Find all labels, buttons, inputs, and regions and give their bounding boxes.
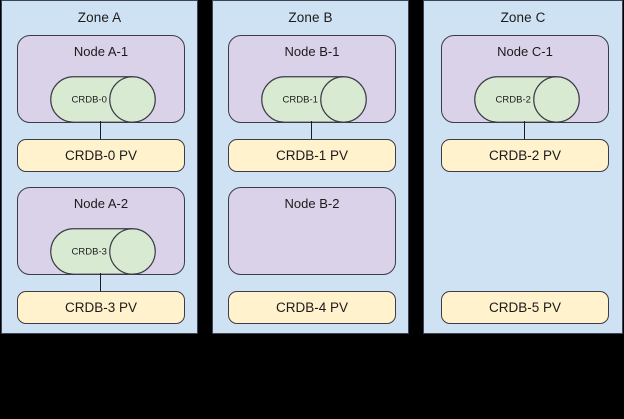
zone-a: Zone A Node A-1 CRDB-0 CRDB-0 PV Node A-…: [1, 0, 198, 334]
pv-crdb-5[interactable]: CRDB-5 PV: [441, 291, 609, 324]
pv-crdb-2-label: CRDB-2 PV: [488, 148, 561, 163]
database-cylinder-icon: CRDB-0: [50, 76, 156, 123]
pv-crdb-5-label: CRDB-5 PV: [488, 300, 561, 315]
database-cylinder-icon: CRDB-3: [50, 228, 156, 275]
node-c-1-title: Node C-1: [497, 44, 553, 59]
pv-crdb-0-label: CRDB-0 PV: [64, 148, 137, 163]
pv-crdb-3-label: CRDB-3 PV: [64, 300, 137, 315]
pv-crdb-3[interactable]: CRDB-3 PV: [17, 291, 185, 324]
node-b-2-title: Node B-2: [284, 196, 340, 211]
node-a-1-title: Node A-1: [73, 44, 129, 59]
zone-b: Zone B Node B-1 CRDB-1 CRDB-1 PV Node B-…: [212, 0, 409, 334]
pv-crdb-0[interactable]: CRDB-0 PV: [17, 139, 185, 172]
pv-crdb-2[interactable]: CRDB-2 PV: [441, 139, 609, 172]
zone-c-title: Zone C: [500, 10, 546, 25]
node-a-2-title: Node A-2: [73, 196, 129, 211]
zone-c: Zone C Node C-1 CRDB-2 CRDB-2 PV CRDB-5 …: [423, 0, 623, 334]
zone-b-title: Zone B: [288, 10, 333, 25]
node-b-1-pv-connector: [311, 121, 312, 140]
node-b-1[interactable]: Node B-1 CRDB-1: [228, 35, 396, 123]
database-cylinder-icon: CRDB-1: [261, 76, 367, 123]
pv-crdb-1[interactable]: CRDB-1 PV: [228, 139, 396, 172]
node-c-1-pv-connector: [524, 121, 525, 140]
node-c-1[interactable]: Node C-1 CRDB-2: [441, 35, 609, 123]
database-cylinder-icon: CRDB-2: [474, 76, 580, 123]
node-b-1-title: Node B-1: [284, 44, 340, 59]
node-a-1-pv-connector: [100, 121, 101, 140]
pv-crdb-1-label: CRDB-1 PV: [275, 148, 348, 163]
node-a-2[interactable]: Node A-2 CRDB-3: [17, 187, 185, 275]
pv-crdb-4-label: CRDB-4 PV: [275, 300, 348, 315]
node-b-2[interactable]: Node B-2: [228, 187, 396, 275]
node-a-2-pv-connector: [100, 273, 101, 292]
node-a-1[interactable]: Node A-1 CRDB-0: [17, 35, 185, 123]
zone-a-title: Zone A: [77, 10, 122, 25]
pv-crdb-4[interactable]: CRDB-4 PV: [228, 291, 396, 324]
